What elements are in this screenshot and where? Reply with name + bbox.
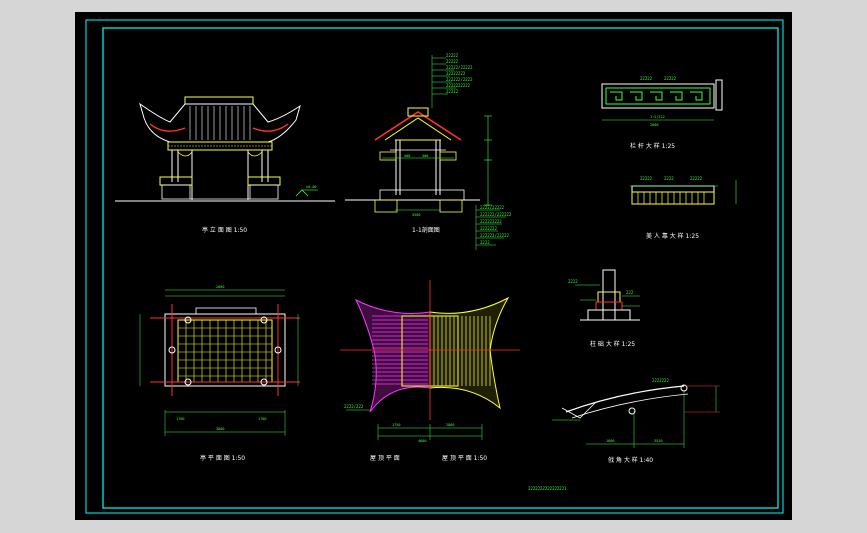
svg-text:1600: 1600	[606, 439, 614, 443]
floor-plan-view: 2800 3800 1700 1700 亭 平 面 图 1:50	[139, 285, 300, 462]
svg-text:2222: 2222	[664, 176, 674, 181]
svg-text:1750: 1750	[392, 423, 400, 427]
svg-text:400: 400	[404, 154, 410, 158]
svg-text:22222: 22222	[446, 53, 459, 58]
footer-note: 2222222222222221	[528, 486, 567, 491]
svg-text:22222: 22222	[446, 59, 459, 64]
svg-text:22222: 22222	[640, 176, 653, 181]
bench-detail-title: 美 人 靠 大 样 1:25	[646, 232, 699, 240]
svg-text:222: 222	[626, 290, 634, 295]
svg-text:222222/2222: 222222/2222	[446, 77, 473, 82]
svg-text:3560: 3560	[412, 213, 420, 217]
railing-detail-view: 1:2/222 2800 22222 22222 栏 杆 大 样 1:25	[601, 76, 723, 150]
section-title: 1-1剖面图	[412, 226, 440, 234]
svg-text:3520: 3520	[654, 439, 662, 443]
svg-text:22222/22222: 22222/22222	[446, 65, 473, 70]
front-elevation-title: 亭 立 面 图 1:50	[202, 226, 247, 234]
roof-plan-title-right: 屋 顶 平 面 1:50	[442, 455, 487, 462]
svg-text:400: 400	[422, 154, 428, 158]
eave-detail-title: 戗 角 大 样 1:40	[608, 456, 653, 464]
eave-detail-view: 1600 3520 2222222 戗 角 大 样 1:40	[552, 378, 720, 464]
svg-text:1700: 1700	[258, 417, 266, 421]
base-detail-view: 2222222 柱 础 大 样 1:25	[568, 269, 640, 348]
svg-text:2222/22222: 2222/22222	[480, 205, 505, 210]
svg-text:222222222: 222222222	[480, 219, 502, 224]
svg-text:±0.00: ±0.00	[306, 185, 317, 189]
railing-detail-title: 栏 杆 大 样 1:25	[630, 142, 675, 150]
svg-text:22222222: 22222222	[446, 71, 466, 76]
section-view: 2222222222 22222/2222222222222 222222/22…	[345, 53, 512, 250]
svg-text:22222: 22222	[640, 76, 653, 81]
svg-text:2222222: 2222222	[652, 378, 669, 383]
svg-text:3800: 3800	[216, 427, 224, 431]
svg-text:1:2/222: 1:2/222	[650, 115, 665, 119]
floor-plan-title: 亭 平 面 图 1:50	[200, 454, 245, 462]
svg-text:2222: 2222	[480, 240, 490, 245]
base-detail-title: 柱 础 大 样 1:25	[590, 340, 635, 348]
svg-text:22222: 22222	[690, 176, 703, 181]
svg-text:2800: 2800	[650, 123, 658, 127]
inner-border-frame	[102, 27, 779, 509]
svg-text:222222/222222: 222222/222222	[480, 212, 512, 217]
svg-text:22222: 22222	[664, 76, 677, 81]
svg-text:222222/22222: 222222/22222	[480, 233, 509, 238]
front-elevation-view: ±0.00 亭 立 面 图 1:50	[115, 96, 335, 234]
svg-text:2222222: 2222222	[480, 226, 497, 231]
svg-text:22222: 22222	[446, 89, 459, 94]
svg-text:2800: 2800	[216, 285, 224, 289]
svg-text:4600: 4600	[418, 439, 426, 443]
svg-text:1700: 1700	[176, 417, 184, 421]
roof-plan-title-left: 屋 顶 平 面	[370, 455, 400, 462]
svg-text:2222222222: 2222222222	[446, 83, 471, 88]
svg-text:2800: 2800	[446, 423, 454, 427]
roof-plan-view: 1750 2800 4600 2222/222 屋 顶 平 面 屋 顶 平 面 1…	[340, 280, 520, 462]
svg-text:2222/222: 2222/222	[344, 404, 364, 409]
outer-border-frame	[85, 19, 784, 514]
svg-text:2222: 2222	[568, 279, 578, 284]
